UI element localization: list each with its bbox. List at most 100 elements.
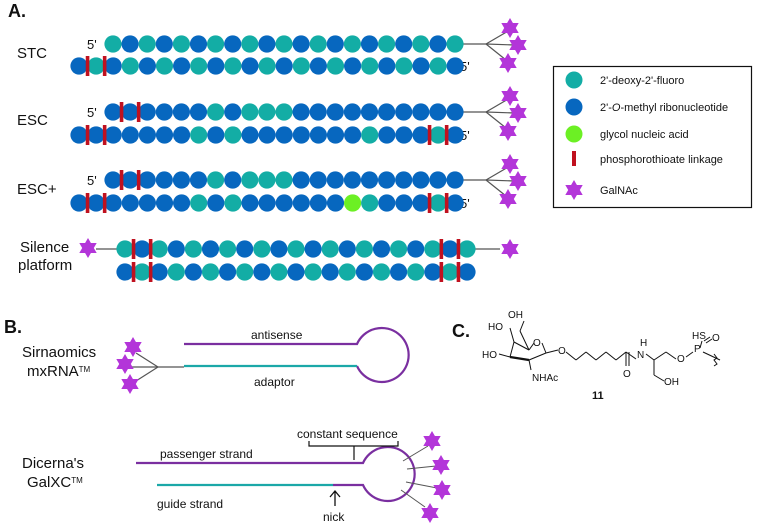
- fluoro-nucleotide: [236, 263, 254, 281]
- galnac-cluster-esc-plus: [458, 154, 527, 209]
- omethyl-nucleotide: [219, 263, 237, 281]
- phosphorothioate-linkage: [136, 170, 141, 190]
- omethyl-nucleotide: [412, 194, 430, 212]
- omethyl-nucleotide: [378, 103, 396, 121]
- omethyl-nucleotide: [275, 57, 293, 75]
- fluoro-nucleotide: [190, 194, 208, 212]
- omethyl-nucleotide: [253, 263, 271, 281]
- omethyl-nucleotide: [395, 103, 413, 121]
- compound-number: 11: [592, 390, 604, 402]
- fluoro-nucleotide: [253, 240, 271, 258]
- omethyl-nucleotide: [395, 35, 413, 53]
- omethyl-nucleotide: [309, 194, 327, 212]
- fluoro-nucleotide: [338, 263, 356, 281]
- omethyl-nucleotide: [207, 194, 225, 212]
- mxrna-adaptor-label: adaptor: [254, 375, 295, 389]
- legend-fluoro-icon: [565, 71, 583, 89]
- galnac-star-icon: [79, 238, 97, 258]
- fluoro-nucleotide: [424, 240, 442, 258]
- omethyl-nucleotide: [355, 263, 373, 281]
- fluoro-nucleotide: [275, 171, 293, 189]
- legend-label-ps: phosphorothioate linkage: [600, 154, 723, 166]
- omethyl-nucleotide: [309, 57, 327, 75]
- fluoro-nucleotide: [275, 103, 293, 121]
- omethyl-nucleotide: [184, 263, 202, 281]
- phosphorothioate-linkage: [456, 239, 461, 259]
- fluoro-nucleotide: [361, 57, 379, 75]
- omethyl-nucleotide: [338, 240, 356, 258]
- fluoro-nucleotide: [258, 103, 276, 121]
- omethyl-nucleotide: [133, 240, 151, 258]
- fluoro-nucleotide: [372, 263, 391, 281]
- fluoro-nucleotide: [429, 57, 447, 75]
- fluoro-nucleotide: [190, 126, 208, 144]
- galxc-passenger-label: passenger strand: [160, 447, 253, 461]
- phosphorothioate-linkage: [131, 262, 136, 282]
- fluoro-nucleotide: [287, 240, 305, 258]
- omethyl-nucleotide: [446, 194, 464, 212]
- construct-label-esc-plus: ESC+: [17, 181, 57, 198]
- fluoro-nucleotide: [309, 35, 327, 53]
- omethyl-nucleotide: [241, 57, 259, 75]
- omethyl-nucleotide: [155, 126, 174, 144]
- construct-label-silence-line1: Silence: [20, 239, 69, 256]
- fluoro-nucleotide: [150, 240, 168, 258]
- fluoro-nucleotide: [207, 35, 225, 53]
- omethyl-nucleotide: [104, 103, 122, 121]
- omethyl-nucleotide: [378, 171, 396, 189]
- nick-arrow-icon: [329, 489, 341, 506]
- legend: 2'-deoxy-2'-fluoro 2'-O-methyl ribonucle…: [552, 65, 753, 209]
- panel-c: C.: [452, 310, 721, 402]
- phosphorothioate-linkage: [148, 239, 153, 259]
- omethyl-nucleotide: [241, 194, 259, 212]
- galxc-nick-label: nick: [323, 510, 345, 524]
- omethyl-nucleotide: [70, 126, 88, 144]
- panel-b-label: B.: [4, 317, 22, 337]
- omethyl-nucleotide: [292, 103, 310, 121]
- omethyl-nucleotide: [343, 171, 361, 189]
- omethyl-nucleotide: [360, 171, 379, 189]
- omethyl-nucleotide: [87, 126, 105, 144]
- phosphorothioate-linkage: [119, 102, 124, 122]
- atom-h: H: [640, 338, 647, 349]
- omethyl-nucleotide: [150, 263, 168, 281]
- omethyl-nucleotide: [429, 171, 447, 189]
- five-prime-label: 5': [87, 105, 97, 120]
- omethyl-nucleotide: [326, 126, 345, 144]
- omethyl-nucleotide: [138, 126, 156, 144]
- panel-a: A. STC ESC ESC+ Silence platform 5' 5' 5…: [8, 1, 527, 282]
- omethyl-nucleotide: [270, 240, 288, 258]
- phosphorothioate-linkage: [102, 193, 107, 213]
- mxrna-antisense-strand: [184, 326, 410, 384]
- omethyl-nucleotide: [224, 35, 242, 53]
- atom-n: N: [637, 350, 644, 361]
- omethyl-nucleotide: [326, 194, 345, 212]
- phosphorothioate-linkage: [444, 125, 449, 145]
- omethyl-nucleotide: [395, 171, 413, 189]
- omethyl-nucleotide: [121, 126, 139, 144]
- omethyl-nucleotide: [446, 57, 464, 75]
- omethyl-nucleotide: [207, 126, 225, 144]
- atom-o: O: [623, 369, 631, 380]
- omethyl-nucleotide: [138, 194, 156, 212]
- omethyl-nucleotide: [155, 103, 173, 121]
- galnac-star-icon: [116, 354, 134, 374]
- legend-label-gna: glycol nucleic acid: [600, 129, 689, 141]
- fluoro-nucleotide: [207, 103, 225, 121]
- construct-label-esc: ESC: [17, 112, 48, 129]
- galxc-passenger-strand: [136, 445, 416, 503]
- fluoro-nucleotide: [219, 240, 237, 258]
- fluoro-nucleotide: [326, 57, 345, 75]
- omethyl-nucleotide: [458, 263, 476, 281]
- fluoro-nucleotide: [258, 171, 276, 189]
- atom-o: O: [533, 338, 541, 349]
- omethyl-nucleotide: [104, 126, 122, 144]
- five-prime-label: 5': [460, 196, 470, 211]
- omethyl-nucleotide: [173, 194, 191, 212]
- omethyl-nucleotide: [189, 171, 208, 189]
- omethyl-nucleotide: [326, 35, 344, 53]
- phosphorothioate-linkage: [119, 170, 124, 190]
- galxc-guide-label: guide strand: [157, 497, 223, 511]
- omethyl-nucleotide: [121, 35, 139, 53]
- omethyl-nucleotide: [412, 103, 430, 121]
